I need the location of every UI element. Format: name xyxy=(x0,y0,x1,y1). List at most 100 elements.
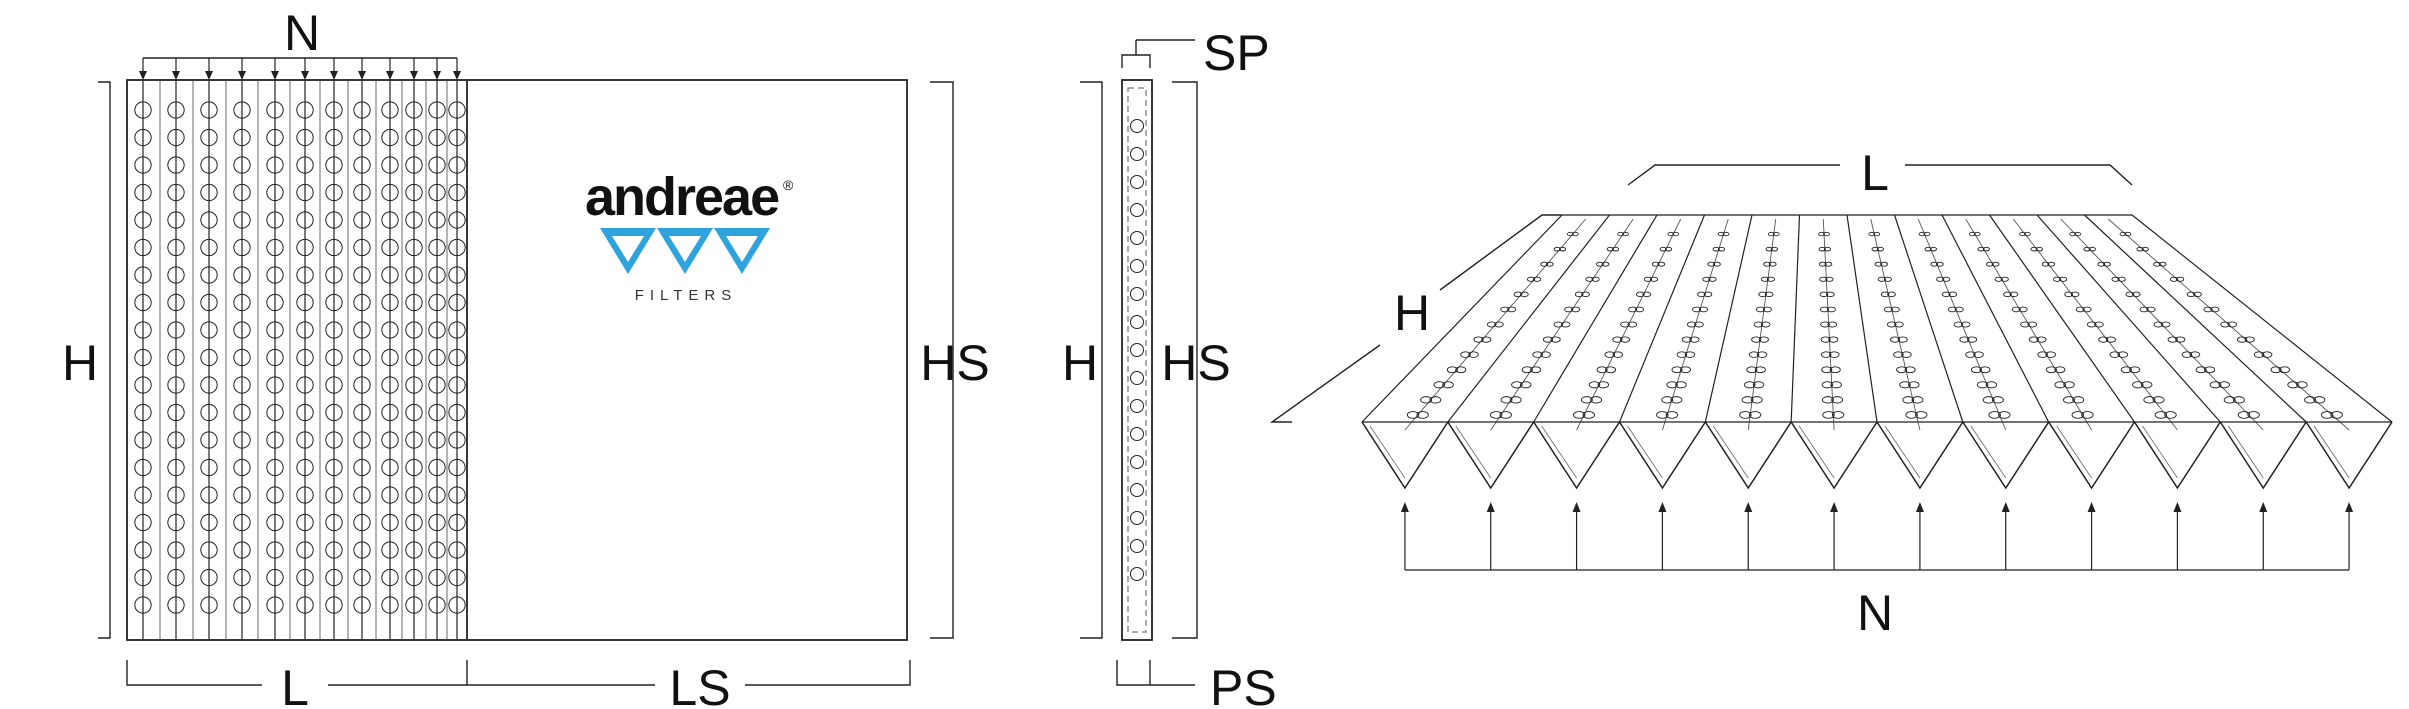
pleat-separator xyxy=(2330,411,2343,419)
logo-registered: ® xyxy=(783,177,794,193)
pleat-hole xyxy=(428,101,446,119)
pleat-separator xyxy=(2117,351,2129,358)
pleat-separator xyxy=(1717,246,1726,252)
side-hole xyxy=(1130,231,1144,245)
pleat-separator xyxy=(1748,411,1762,419)
isometric-view: L H N xyxy=(1269,145,2393,641)
pleat-hole xyxy=(296,293,314,312)
pleat-hole xyxy=(167,128,185,147)
pleat-hole xyxy=(448,403,466,422)
pleat-hole xyxy=(325,458,343,477)
pleat-hole xyxy=(167,403,185,422)
pleat-separator xyxy=(1679,366,1691,374)
pleat-hole xyxy=(381,128,399,147)
side-hole xyxy=(1130,539,1144,553)
pleat-separator xyxy=(2053,276,2062,282)
pleat-hole xyxy=(325,541,343,559)
pleat-hole xyxy=(266,101,284,119)
pleat-front-inner xyxy=(2056,425,2092,479)
pleat-hole xyxy=(200,541,218,559)
pleat-separator xyxy=(1960,321,1971,328)
pleat-separator xyxy=(1542,336,1554,343)
pleat-separator xyxy=(1606,246,1614,252)
pleat-separator xyxy=(1894,321,1904,328)
pleat-hole xyxy=(233,183,251,202)
pleat-hole xyxy=(233,541,251,559)
iso-n-arrow-head xyxy=(1572,502,1581,512)
n-arrow-head xyxy=(433,71,441,80)
pleat-separator xyxy=(1708,276,1717,282)
pleat-valley xyxy=(1965,218,2092,431)
side-hole xyxy=(1130,203,1144,217)
pleat-separator xyxy=(1665,411,1679,419)
pleat-separator xyxy=(1553,321,1564,328)
pleat-front-v xyxy=(1361,421,1449,490)
pleat-hole xyxy=(134,376,152,394)
pleat-separator xyxy=(1823,231,1830,237)
pleat-separator xyxy=(1697,291,1706,298)
pleat-separator xyxy=(1670,396,1683,404)
pleat-ridge xyxy=(1846,214,1878,423)
pleat-hole xyxy=(296,128,314,147)
pleat-separator xyxy=(1446,366,1458,374)
pleat-hole xyxy=(325,101,343,119)
pleat-separator xyxy=(1564,306,1574,313)
pleat-separator xyxy=(1991,396,2004,404)
pleat-hole xyxy=(448,321,466,339)
n-arrow-head xyxy=(386,71,394,80)
pleat-separator xyxy=(1558,246,1567,252)
pleat-hole xyxy=(134,348,152,367)
pleat-separator xyxy=(1712,246,1720,252)
pleat-separator xyxy=(1821,366,1833,374)
pleat-separator xyxy=(1905,411,1918,419)
pleat-front-v xyxy=(1533,421,1621,490)
pleat-hole xyxy=(296,183,314,202)
pleat-hole xyxy=(353,568,371,587)
pleat-separator xyxy=(1611,246,1620,252)
pleat-hole xyxy=(233,568,251,587)
pleat-separator xyxy=(2054,381,2066,389)
iso-n-label: N xyxy=(1857,585,1893,641)
pleat-front-inner xyxy=(1455,425,1492,479)
pleat-separator xyxy=(2037,351,2048,358)
pleat-separator xyxy=(1703,291,1713,298)
pleat-separator xyxy=(2203,306,2213,313)
pleat-hole xyxy=(405,431,423,449)
pleat-separator xyxy=(2244,336,2255,343)
pleat-separator xyxy=(1756,351,1768,358)
pleat-hole xyxy=(134,458,152,477)
pleat-separator xyxy=(1998,411,2011,419)
pleat-separator xyxy=(2247,411,2260,419)
pleat-separator xyxy=(2143,396,2156,404)
pleat-hole xyxy=(167,376,185,394)
pleat-hole xyxy=(233,321,251,339)
pleat-hole xyxy=(325,596,343,614)
pleat-hole xyxy=(134,403,152,422)
pleat-hole xyxy=(325,376,343,394)
pleat-separator xyxy=(2160,321,2171,328)
pleat-hole xyxy=(353,128,371,147)
pleat-separator xyxy=(1994,276,2003,282)
frame-outline xyxy=(126,79,908,641)
pleat-separator xyxy=(1930,261,1939,267)
pleat-separator xyxy=(2131,291,2141,298)
iso-h-bracket-bottom xyxy=(1269,344,1381,423)
pleat-hole xyxy=(448,568,466,587)
pleat-separator xyxy=(2019,231,2026,237)
pleat-separator xyxy=(2081,411,2094,419)
pleat-separator xyxy=(1571,306,1581,313)
pleat-hole xyxy=(381,376,399,394)
pleat-valley xyxy=(2107,218,2350,431)
pleat-separator xyxy=(1936,276,1945,282)
pleat-hole xyxy=(448,431,466,449)
pleat-separator xyxy=(1818,231,1825,237)
pleat-hole xyxy=(200,266,218,284)
pleat-hole xyxy=(428,156,446,174)
pleat-hole xyxy=(428,183,446,202)
side-frame xyxy=(1121,79,1153,641)
pleat-hole xyxy=(233,348,251,367)
pleat-separator xyxy=(1874,261,1883,267)
side-hole xyxy=(1130,483,1144,497)
pleat-hole xyxy=(448,293,466,312)
pleat-separator xyxy=(2075,306,2085,313)
